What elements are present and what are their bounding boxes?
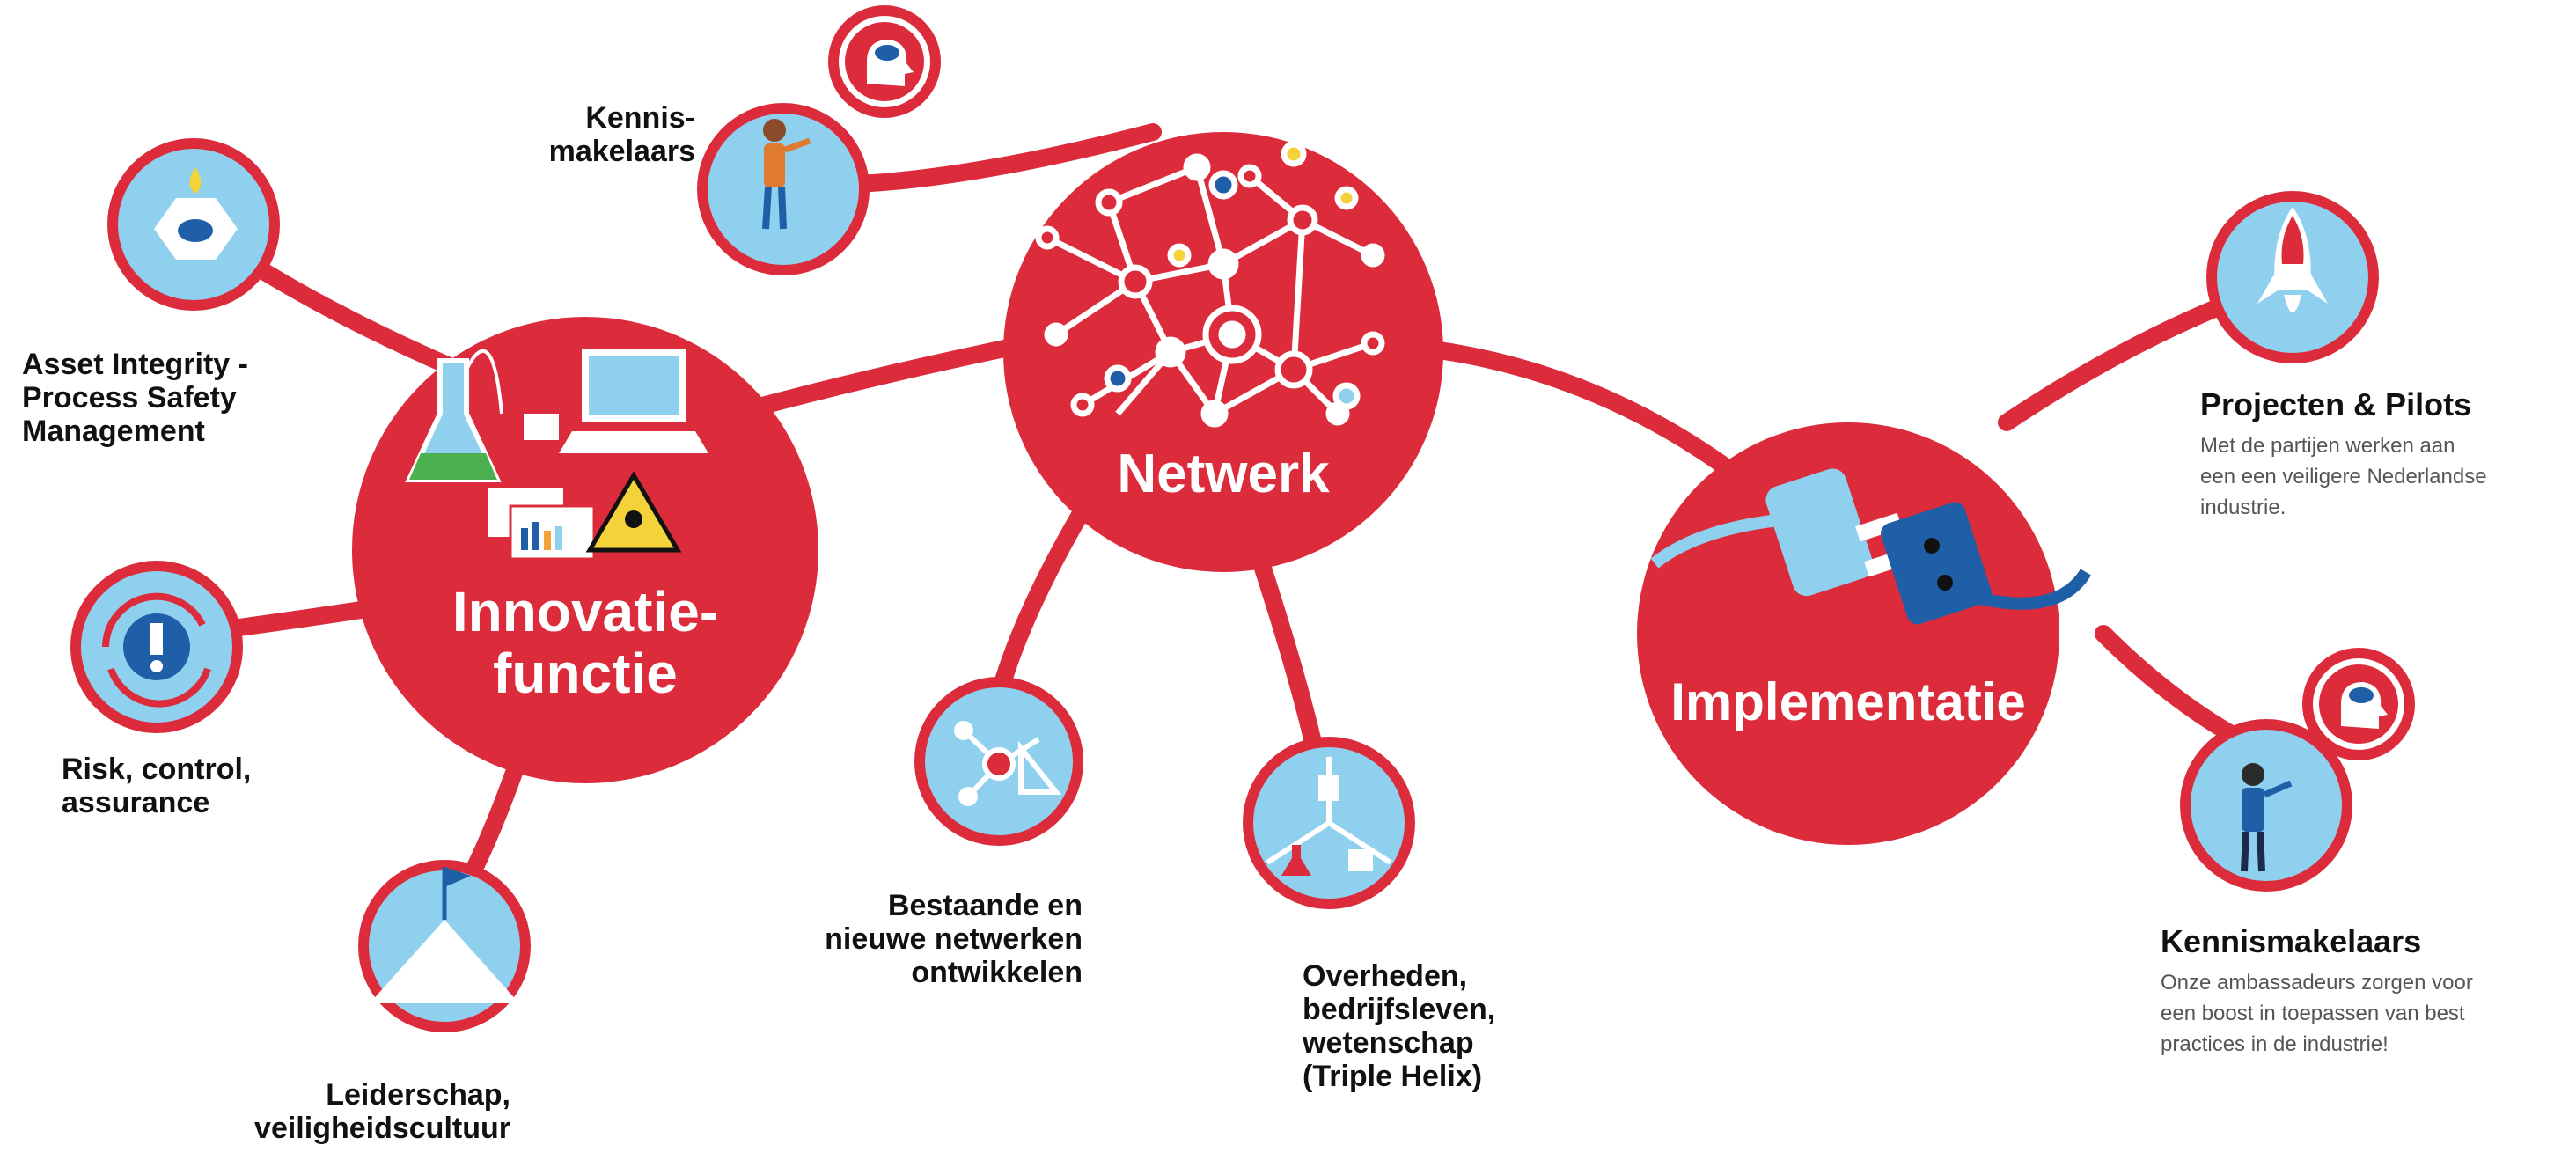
satellite-asset bbox=[107, 138, 280, 311]
label-kennismakelaars-right: Kennismakelaars bbox=[2161, 923, 2422, 959]
label-projecten-pilots: Projecten & Pilots bbox=[2200, 386, 2472, 422]
label-kennismakelaars-top: Kennis- makelaars bbox=[548, 101, 695, 169]
hub-label-innovatiefunctie: Innovatie- functie bbox=[451, 580, 719, 706]
satellite-overheden bbox=[1243, 737, 1415, 909]
label-leiderschap: Leiderschap, veiligheidscultuur bbox=[254, 1078, 510, 1146]
rocket-icon bbox=[2257, 207, 2328, 312]
presenter-person-icon bbox=[2241, 763, 2293, 872]
satellite-projecten bbox=[2206, 191, 2379, 363]
label-bestaande-netwerken: Bestaande en nieuwe netwerken ontwikkele… bbox=[825, 889, 1083, 990]
satellite-kennis-right bbox=[2180, 648, 2415, 892]
satellite-bestaande bbox=[914, 677, 1083, 846]
plug-socket-icon bbox=[1650, 468, 2091, 625]
satellite-kennis-top bbox=[697, 5, 941, 275]
presenter-person-icon bbox=[762, 119, 811, 230]
lab-equipment-icon bbox=[405, 349, 708, 561]
label-overheden: Overheden, bedrijfsleven, wetenschap (Tr… bbox=[1303, 959, 1496, 1094]
satellite-leider bbox=[358, 860, 531, 1032]
alert-cycle-icon bbox=[102, 592, 206, 648]
mountain-flag-icon bbox=[370, 920, 519, 1003]
label-risk-control: Risk, control, assurance bbox=[62, 753, 252, 820]
network-nodes bbox=[1035, 141, 1385, 428]
hub-label-implementatie: Implementatie bbox=[1670, 672, 2026, 731]
desc-projecten-pilots: Met de partijen werken aan een een veili… bbox=[2200, 434, 2487, 519]
desc-kennismakelaars-right: Onze ambassadeurs zorgen voor een boost … bbox=[2161, 971, 2473, 1056]
tools-network-icon bbox=[954, 721, 1062, 806]
label-asset-integrity: Asset Integrity - Process Safety Managem… bbox=[22, 348, 248, 449]
triple-helix-icon bbox=[1266, 757, 1392, 876]
satellite-risk bbox=[70, 561, 243, 733]
hub-label-netwerk: Netwerk bbox=[1117, 444, 1330, 504]
